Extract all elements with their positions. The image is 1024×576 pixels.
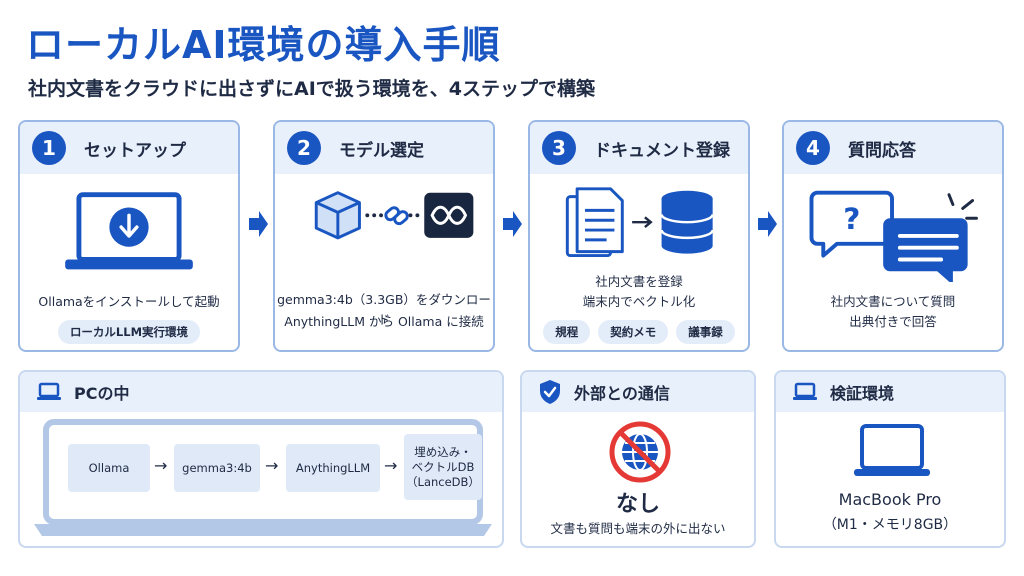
step-header: 4 質問応答 bbox=[784, 122, 1002, 174]
step-title: セットアップ bbox=[84, 140, 186, 161]
network-status-value: なし bbox=[615, 492, 660, 517]
step-number: 2 bbox=[287, 131, 321, 165]
step-description: Ollamaをインストールして起動 bbox=[38, 294, 220, 309]
arrow-right-icon: → bbox=[265, 456, 279, 475]
flow-step-ollama: Ollama bbox=[68, 444, 150, 492]
step-card-setup: 1 セットアップ Ollamaをインストールして起動 ローカルLLM実行環境 bbox=[18, 120, 240, 352]
laptop-icon bbox=[37, 382, 61, 400]
panel-title: 検証環境 bbox=[830, 384, 895, 403]
panel-header: 外部との通信 bbox=[522, 372, 754, 412]
network-panel: 外部との通信 なし 文書も質問も端末の外に出ない bbox=[520, 370, 756, 548]
doc-type-pill: 議事録 bbox=[676, 320, 735, 344]
pc-panel: PCの中 Ollama → gemma3:4b → AnythingLLM → … bbox=[18, 370, 504, 548]
env-spec: （M1・メモリ8GB） bbox=[822, 517, 958, 533]
flow-step-vectordb: 埋め込み・ ベクトルDB （LanceDB） bbox=[404, 434, 482, 500]
step-card-documents: 3 ドキュメント登録 社内文書を登録 端末内でベクトル化 規程 契約メモ 議事録 bbox=[528, 120, 750, 352]
env-panel: 検証環境 MacBook Pro （M1・メモリ8GB） bbox=[774, 370, 1006, 548]
doc-type-pill: 契約メモ bbox=[598, 320, 669, 344]
step-description: 社内文書を登録 bbox=[595, 274, 683, 289]
panel-header: PCの中 bbox=[20, 372, 502, 412]
step-header: 3 ドキュメント登録 bbox=[530, 122, 748, 174]
page-title: ローカルAI環境の導入手順 bbox=[26, 23, 501, 67]
panel-title: PCの中 bbox=[74, 384, 130, 403]
step-header: 2 モデル選定 bbox=[275, 122, 493, 174]
step-number: 4 bbox=[796, 131, 830, 165]
arrow-right-icon bbox=[758, 211, 777, 237]
arrow-right-icon: → bbox=[384, 456, 398, 475]
svg-text:?: ? bbox=[843, 202, 860, 236]
panel-header: 検証環境 bbox=[776, 372, 1004, 412]
arrow-right-icon bbox=[503, 211, 522, 237]
doc-type-pill: 規程 bbox=[543, 320, 591, 344]
arrow-right-icon: → bbox=[154, 456, 168, 475]
model-link-icon bbox=[314, 191, 474, 240]
no-internet-icon bbox=[609, 421, 671, 483]
step-number: 3 bbox=[542, 131, 576, 165]
laptop-icon bbox=[793, 382, 817, 400]
step-pill-row: 規程 契約メモ 議事録 bbox=[530, 320, 748, 344]
step-description: 出典付きで回答 bbox=[849, 314, 937, 329]
network-note: 文書も質問も端末の外に出ない bbox=[550, 521, 726, 536]
laptop-download-icon bbox=[65, 192, 193, 270]
step-pill: ローカルLLM実行環境 bbox=[57, 320, 201, 344]
step-title: 質問応答 bbox=[848, 140, 916, 161]
step-pill-row: ローカルLLM実行環境 bbox=[20, 320, 238, 344]
step-description: gemma3:4b（3.3GB）をダウンロード bbox=[277, 292, 491, 327]
step-header: 1 セットアップ bbox=[20, 122, 238, 174]
step-title: モデル選定 bbox=[339, 140, 424, 161]
step-description: 端末内でベクトル化 bbox=[582, 294, 696, 309]
step-number: 1 bbox=[32, 131, 66, 165]
step-title: ドキュメント登録 bbox=[594, 140, 730, 161]
env-device: MacBook Pro bbox=[838, 490, 942, 509]
arrow-right-icon bbox=[249, 211, 268, 237]
macbook-icon bbox=[854, 424, 930, 476]
page-subtitle: 社内文書をクラウドに出さずにAIで扱う環境を、4ステップで構築 bbox=[28, 78, 595, 100]
document-database-icon bbox=[565, 187, 714, 258]
step-description: 社内文書について質問 bbox=[830, 294, 956, 309]
flow-step-model: gemma3:4b bbox=[174, 444, 260, 492]
shield-check-icon bbox=[540, 380, 560, 404]
step-description: AnythingLLM から Ollama に接続 bbox=[284, 314, 484, 329]
step-card-model: 2 モデル選定 gemma3:4b（3.3GB）をダウンロード Anything… bbox=[273, 120, 495, 352]
panel-title: 外部との通信 bbox=[574, 384, 670, 403]
flow-step-anythingllm: AnythingLLM bbox=[286, 444, 380, 492]
chat-bubbles-icon: ? bbox=[809, 190, 978, 282]
step-card-qa: 4 質問応答 ? 社内文書について質問 出典付きで回答 bbox=[782, 120, 1004, 352]
